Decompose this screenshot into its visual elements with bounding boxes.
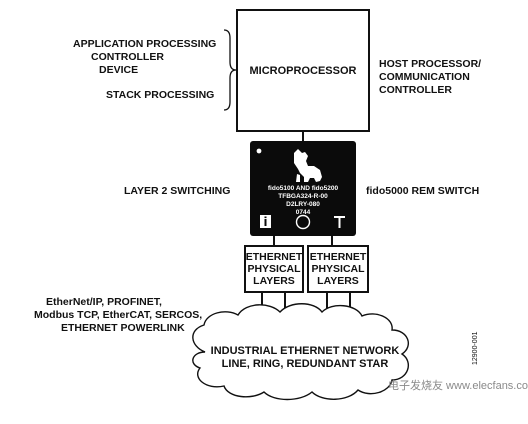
phy-right-line2: PHYSICAL — [311, 263, 365, 275]
network-line1: INDUSTRIAL ETHERNET NETWORK — [210, 345, 400, 357]
host-controller-label: CONTROLLER — [379, 84, 452, 96]
microprocessor-label: MICROPROCESSOR — [249, 64, 357, 77]
chip-package-label: TFBGA324-R-00 — [278, 193, 328, 200]
protocols-line3: ETHERNET POWERLINK — [61, 322, 185, 334]
phy-box-left: ETHERNET PHYSICAL LAYERS — [244, 245, 304, 293]
rem-switch-label: fido5000 REM SWITCH — [366, 185, 480, 197]
left-brace — [223, 29, 237, 111]
host-processor-label: HOST PROCESSOR/ — [379, 58, 482, 70]
figure-code: 12900-001 — [472, 331, 479, 365]
protocols-line1: EtherNet/IP, PROFINET, — [46, 296, 162, 308]
stack-processing-label: STACK PROCESSING — [106, 89, 215, 101]
device-label: DEVICE — [99, 64, 139, 76]
protocols-line2: Modbus TCP, EtherCAT, SERCOS, — [34, 309, 203, 321]
fido-chip: fido5100 AND fido5200 TFBGA324-R-00 D2LR… — [250, 141, 356, 236]
chip-graphics — [256, 148, 345, 230]
watermark: 电子发烧友 www.elecfans.com — [388, 380, 528, 392]
layer2-switching-label: LAYER 2 SWITCHING — [124, 185, 231, 197]
phy-left-line2: PHYSICAL — [247, 263, 301, 275]
network-cloud — [192, 303, 410, 401]
network-line2: LINE, RING, REDUNDANT STAR — [221, 358, 389, 370]
network-text: INDUSTRIAL ETHERNET NETWORK LINE, RING, … — [195, 345, 415, 371]
phy-box-right: ETHERNET PHYSICAL LAYERS — [307, 245, 369, 293]
app-processing-label: APPLICATION PROCESSING — [73, 38, 217, 50]
e3-badge-icon — [295, 214, 311, 230]
phy-left-line1: ETHERNET — [245, 251, 303, 263]
chip-part-label: fido5100 AND fido5200 — [267, 185, 339, 192]
communication-label: COMMUNICATION — [379, 71, 470, 83]
dog-logo-icon — [294, 149, 322, 182]
chip-lot-label: D2LRY-080 — [286, 201, 320, 208]
phy-right-line1: ETHERNET — [309, 251, 367, 263]
microprocessor-box: MICROPROCESSOR — [236, 9, 370, 132]
phy-left-line3: LAYERS — [253, 275, 295, 287]
phy-right-line3: LAYERS — [317, 275, 359, 287]
chip-date-label: 0744 — [295, 209, 311, 216]
tw-badge-icon — [334, 216, 345, 228]
controller-label: CONTROLLER — [91, 51, 164, 63]
pin1-dot-icon — [256, 148, 262, 154]
